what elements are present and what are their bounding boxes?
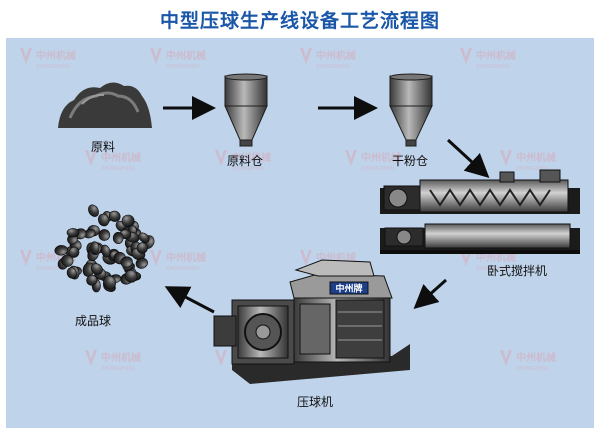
- horizontal-mixer-icon: [380, 169, 580, 254]
- watermark-logo-icon: 中州机械 ZHONGZHOU: [215, 150, 271, 172]
- svg-text:中州机械: 中州机械: [476, 49, 516, 62]
- svg-text:ZHONGZHOU: ZHONGZHOU: [476, 266, 510, 272]
- svg-text:ZHONGZHOU: ZHONGZHOU: [166, 266, 200, 272]
- watermark-logo-icon: 中州机械 ZHONGZHOU: [300, 48, 356, 70]
- svg-text:ZHONGZHOU: ZHONGZHOU: [516, 166, 550, 172]
- svg-text:中州机械: 中州机械: [361, 151, 401, 164]
- arrow-press-to-balls: [164, 286, 215, 314]
- svg-text:中州机械: 中州机械: [316, 49, 356, 62]
- svg-text:ZHONGZHOU: ZHONGZHOU: [36, 64, 70, 70]
- watermark-logo-icon: 中州机械 ZHONGZHOU: [20, 48, 76, 70]
- label-horizontal-mixer: 卧式搅拌机: [487, 264, 548, 278]
- dry-powder-bin-icon: [389, 73, 433, 147]
- svg-text:ZHONGZHOU: ZHONGZHOU: [231, 166, 265, 172]
- diagram-title: 中型压球生产线设备工艺流程图: [159, 10, 440, 32]
- machine-nameplate: 中州牌: [335, 283, 362, 295]
- svg-text:ZHONGZHOU: ZHONGZHOU: [516, 366, 550, 372]
- label-raw-material: 原料: [91, 140, 116, 154]
- watermark-logo-icon: 中州机械 ZHONGZHOU: [500, 350, 556, 372]
- svg-text:中州机械: 中州机械: [36, 49, 76, 62]
- svg-text:ZHONGZHOU: ZHONGZHOU: [36, 266, 70, 272]
- svg-text:中州机械: 中州机械: [476, 251, 516, 264]
- svg-text:ZHONGZHOU: ZHONGZHOU: [476, 64, 510, 70]
- svg-text:中州机械: 中州机械: [166, 251, 206, 264]
- watermark-logo-icon: 中州机械 ZHONGZHOU: [345, 150, 401, 172]
- arrow-drybin-to-mixer: [446, 138, 490, 179]
- label-raw-material-bin: 原料仓: [227, 154, 264, 168]
- label-dry-powder-bin: 干粉仓: [392, 154, 429, 168]
- svg-text:中州机械: 中州机械: [101, 151, 141, 164]
- svg-text:中州机械: 中州机械: [516, 351, 556, 364]
- watermark-logo-icon: 中州机械 ZHONGZHOU: [460, 48, 516, 70]
- svg-text:中州机械: 中州机械: [166, 49, 206, 62]
- svg-text:ZHONGZHOU: ZHONGZHOU: [101, 366, 135, 372]
- svg-text:中州机械: 中州机械: [516, 151, 556, 164]
- ball-press-machine-icon: [213, 259, 410, 384]
- svg-text:中州机械: 中州机械: [231, 151, 271, 164]
- svg-text:ZHONGZHOU: ZHONGZHOU: [316, 64, 350, 70]
- arrow-mixer-to-press: [413, 278, 447, 309]
- svg-text:中州机械: 中州机械: [101, 351, 141, 364]
- watermark-logo-icon: 中州机械 ZHONGZHOU: [85, 150, 141, 172]
- watermark-layer: 中州机械ZHONGZHOU中州机械ZHONGZHOU中州机械ZHONGZHOU中…: [20, 48, 556, 372]
- svg-text:ZHONGZHOU: ZHONGZHOU: [361, 166, 395, 172]
- svg-text:ZHONGZHOU: ZHONGZHOU: [166, 64, 200, 70]
- watermark-logo-icon: 中州机械 ZHONGZHOU: [85, 350, 141, 372]
- watermark-logo-icon: 中州机械 ZHONGZHOU: [150, 48, 206, 70]
- finished-balls-icon: [54, 204, 155, 293]
- flow-arrows: [163, 96, 490, 314]
- svg-text:ZHONGZHOU: ZHONGZHOU: [101, 166, 135, 172]
- watermark-logo-icon: 中州机械 ZHONGZHOU: [150, 250, 206, 272]
- raw-material-pile-icon: [58, 82, 152, 128]
- label-finished-balls: 成品球: [75, 314, 112, 328]
- label-ball-press: 压球机: [297, 395, 334, 409]
- raw-material-bin-icon: [224, 73, 268, 147]
- watermark-logo-icon: 中州机械 ZHONGZHOU: [500, 150, 556, 172]
